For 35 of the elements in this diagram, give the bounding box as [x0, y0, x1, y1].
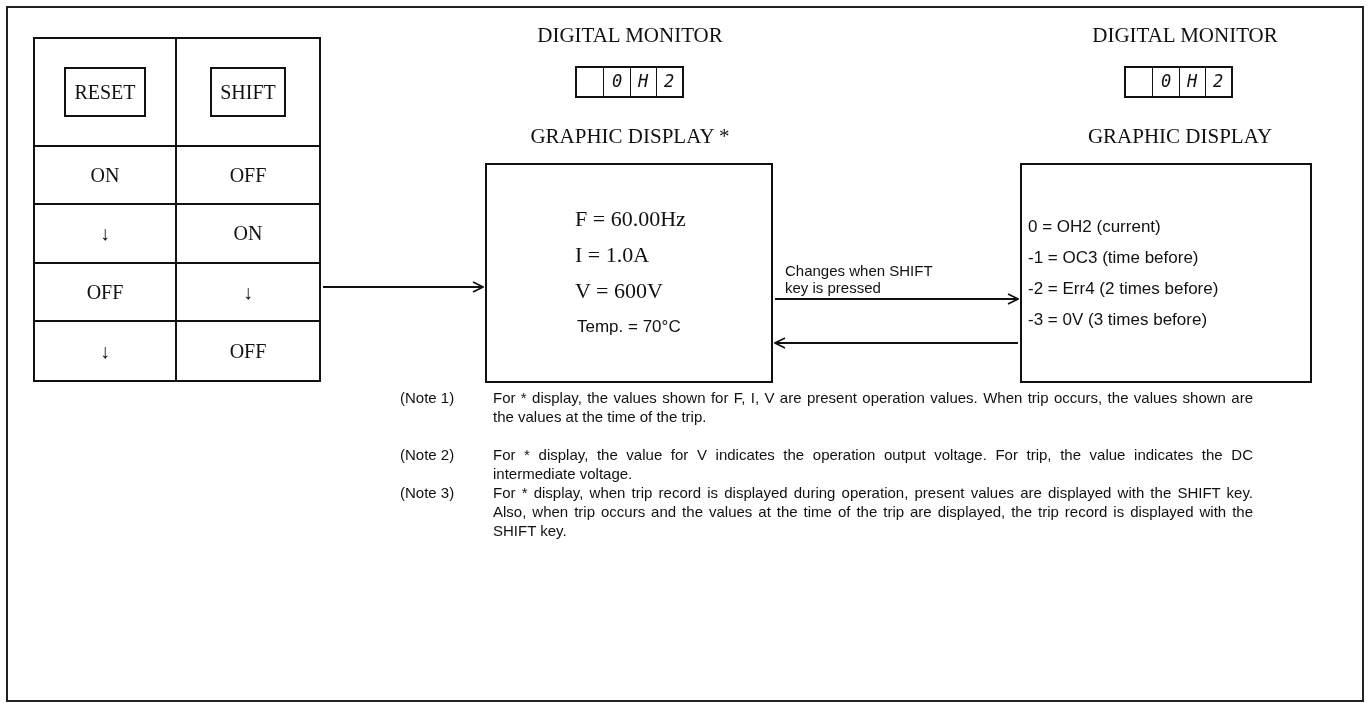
- graphic-display-screen: [485, 163, 773, 383]
- note-text: For * display, the values shown for F, I, V are present operation values. When trip occurs, the values shown are the values at the time of the trip.: [493, 388, 1253, 426]
- key-label: RESET: [64, 67, 146, 117]
- table-cell-text: OFF: [228, 338, 268, 364]
- display-heading: GRAPHIC DISPLAY *: [529, 123, 731, 149]
- key-state-table: [33, 37, 321, 382]
- display-line: 0 = OH2 (current): [1028, 215, 1162, 238]
- note-text: For * display, when trip record is displayed during operation, present values are displayed with the SHIFT key. Also, when trip occurs and the values at the time of the trip are displayed, the trip record is displayed with the SHIFT key.: [493, 483, 1253, 540]
- table-cell: ↓: [35, 321, 177, 380]
- note-number: (Note 3): [400, 483, 456, 502]
- edge-label: Changes when SHIFT key is pressed: [785, 262, 935, 296]
- table-cell: ↓: [35, 205, 177, 264]
- display-line: -2 = Err4 (2 times before): [1028, 277, 1220, 300]
- display-line: -3 = 0V (3 times before): [1028, 308, 1209, 331]
- display-line: F = 60.00Hz: [575, 205, 687, 233]
- arrow: [774, 293, 1019, 305]
- table-cell: ON: [35, 147, 177, 206]
- table-cell: OFF: [35, 263, 177, 322]
- table-cell: ↓: [177, 263, 319, 322]
- display-line: V = 600V: [575, 277, 664, 305]
- note-number: (Note 1): [400, 388, 456, 407]
- arrow: [322, 281, 484, 293]
- display-heading: DIGITAL MONITOR: [1091, 22, 1279, 48]
- display-line: -1 = OC3 (time before): [1028, 246, 1200, 269]
- display-line: Temp. = 70°C: [576, 316, 682, 338]
- table-cell: ON: [177, 205, 319, 264]
- display-heading: GRAPHIC DISPLAY: [1086, 123, 1274, 149]
- table-cell: OFF: [177, 147, 319, 206]
- graphic-display-screen: [1020, 163, 1312, 383]
- display-heading: DIGITAL MONITOR: [536, 22, 724, 48]
- note-number: (Note 2): [400, 445, 456, 464]
- arrow: [774, 337, 1019, 349]
- key-label: SHIFT: [210, 67, 286, 117]
- note-text: For * display, the value for V indicates the operation output voltage. For trip, the value indicates the DC intermediate voltage.: [493, 445, 1253, 483]
- display-line: I = 1.0A: [575, 241, 651, 269]
